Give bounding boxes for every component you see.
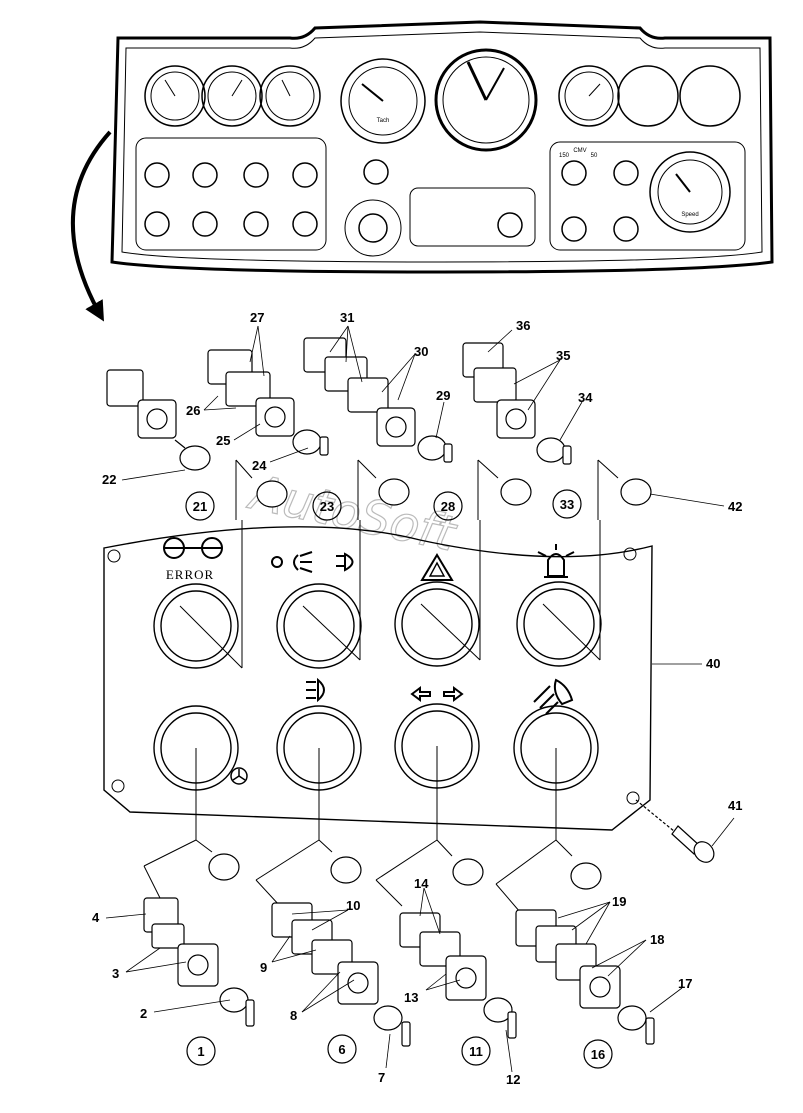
- callout-7: 7: [378, 1070, 385, 1085]
- callout-40: 40: [706, 656, 720, 671]
- lens: [500, 478, 532, 506]
- panel-hole-row-bottom: [153, 703, 599, 791]
- bottom-guide-lines: [143, 839, 573, 913]
- circled-28: 28: [441, 499, 455, 514]
- error-label: ERROR: [166, 567, 214, 582]
- callout-12: 12: [506, 1072, 520, 1087]
- small-gauge-1: [144, 65, 206, 127]
- lens: [452, 858, 484, 886]
- callout-24: 24: [252, 458, 267, 473]
- small-gauge-2: [201, 65, 263, 127]
- callout-10: 10: [346, 898, 360, 913]
- circled-21: 21: [193, 499, 207, 514]
- hazard-warning-icon: [420, 553, 454, 581]
- tachometer-gauge: [340, 58, 426, 144]
- callout-9: 9: [260, 960, 267, 975]
- speedometer-gauge: [434, 48, 538, 152]
- blank-gauge-1: [617, 65, 679, 127]
- circled-1: 1: [197, 1044, 204, 1059]
- callout-34: 34: [578, 390, 593, 405]
- top-circled-numbers: [185, 489, 582, 521]
- switch-caption-cmv: CMV: [573, 148, 586, 154]
- rotation-arrows-icon: [163, 537, 223, 559]
- callout-19: 19: [612, 894, 626, 909]
- callout-14: 14: [414, 876, 429, 891]
- panel-screw-41: [635, 799, 735, 863]
- circled-11: 11: [469, 1044, 483, 1059]
- lens: [330, 856, 362, 884]
- ignition-switch: [344, 159, 402, 257]
- dash-switch-row: [144, 162, 318, 237]
- bottom-circled-numbers: [186, 1034, 613, 1069]
- lens: [620, 478, 652, 506]
- callout-17: 17: [678, 976, 692, 991]
- curved-arrow: [70, 130, 112, 322]
- left-switch-block: [135, 137, 327, 251]
- switch-caption-150: 150: [559, 153, 570, 159]
- callout-18: 18: [650, 932, 664, 947]
- steering-wheel-icon: [230, 767, 248, 785]
- fuel-gauge: [558, 65, 620, 127]
- work-light-icon: [533, 678, 574, 715]
- callout-4: 4: [92, 910, 100, 925]
- tach-caption: Tach: [377, 118, 390, 124]
- top-guide-lines: [235, 459, 619, 520]
- callout-30: 30: [414, 344, 428, 359]
- lens: [208, 853, 240, 881]
- callout-8: 8: [290, 1008, 297, 1023]
- callout-2: 2: [140, 1006, 147, 1021]
- bottom-callouts: [105, 887, 683, 1073]
- lens: [570, 862, 602, 890]
- circled-6: 6: [338, 1042, 345, 1057]
- beacon-light-icon: [537, 544, 575, 578]
- callout-35: 35: [556, 348, 570, 363]
- top-switch-assemblies: [106, 337, 652, 508]
- dashboard-overview: [110, 20, 774, 274]
- turn-signal-icon: [410, 686, 464, 702]
- speed-caption: Speed: [681, 212, 698, 218]
- bottom-switch-assemblies: [143, 853, 655, 1047]
- headlight-icon: [271, 551, 354, 573]
- warning-lamp-block: [409, 187, 536, 247]
- small-gauge-3: [259, 65, 321, 127]
- circled-23: 23: [320, 499, 334, 514]
- switch-panel: [103, 520, 653, 840]
- speed-gauge-small: [649, 151, 731, 233]
- callout-13: 13: [404, 990, 418, 1005]
- panel-hole-row-top: [153, 581, 602, 669]
- lens: [256, 480, 288, 508]
- fog-light-icon: [306, 677, 325, 703]
- callout-26: 26: [186, 403, 200, 418]
- blank-gauge-2: [679, 65, 741, 127]
- callout-42: 42: [728, 499, 742, 514]
- right-switch-block: [549, 141, 746, 251]
- switch-caption-50: 50: [591, 153, 598, 159]
- callout-36: 36: [516, 318, 530, 333]
- callout-27: 27: [250, 310, 264, 325]
- panel-symbols: [163, 537, 575, 785]
- callout-3: 3: [112, 966, 119, 981]
- watermark-text: AutoSoft: [243, 464, 462, 563]
- callout-31: 31: [340, 310, 354, 325]
- callout-41: 41: [728, 798, 742, 813]
- top-callouts: [121, 325, 725, 507]
- circled-33: 33: [560, 497, 574, 512]
- circled-16: 16: [591, 1047, 605, 1062]
- callout-22: 22: [102, 472, 116, 487]
- callout-25: 25: [216, 433, 230, 448]
- lens: [378, 478, 410, 506]
- callout-29: 29: [436, 388, 450, 403]
